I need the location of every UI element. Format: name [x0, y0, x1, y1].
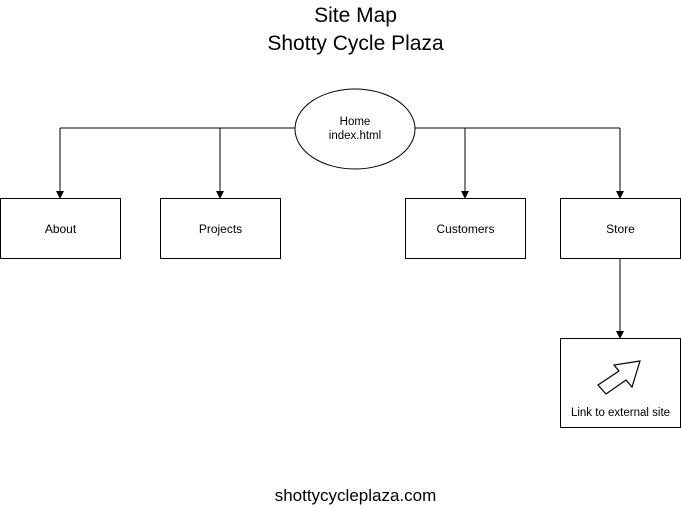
diagram-subtitle: Shotty Cycle Plaza [267, 32, 444, 55]
page-node-label: Projects [198, 221, 243, 236]
home-node-name: Home [339, 116, 371, 128]
page-node-customers[interactable]: Customers [405, 198, 526, 259]
diagram-title: Site Map [314, 4, 397, 27]
page-node-projects[interactable]: Projects [160, 198, 281, 259]
page-node-store[interactable]: Store [560, 198, 681, 259]
page-node-label: Customers [436, 221, 495, 236]
arrow-up-right-icon [597, 360, 641, 395]
page-node-label: About [44, 221, 77, 236]
home-node-shape [294, 88, 416, 170]
external-link-node[interactable]: Link to external site [560, 338, 681, 428]
site-url: shottycycleplaza.com [274, 486, 437, 505]
home-node[interactable]: Home index.html [295, 89, 415, 169]
page-node-label: Store [606, 221, 635, 236]
page-node-about[interactable]: About [0, 198, 121, 259]
external-link-label: Link to external site [570, 407, 671, 419]
home-node-file: index.html [328, 130, 382, 142]
